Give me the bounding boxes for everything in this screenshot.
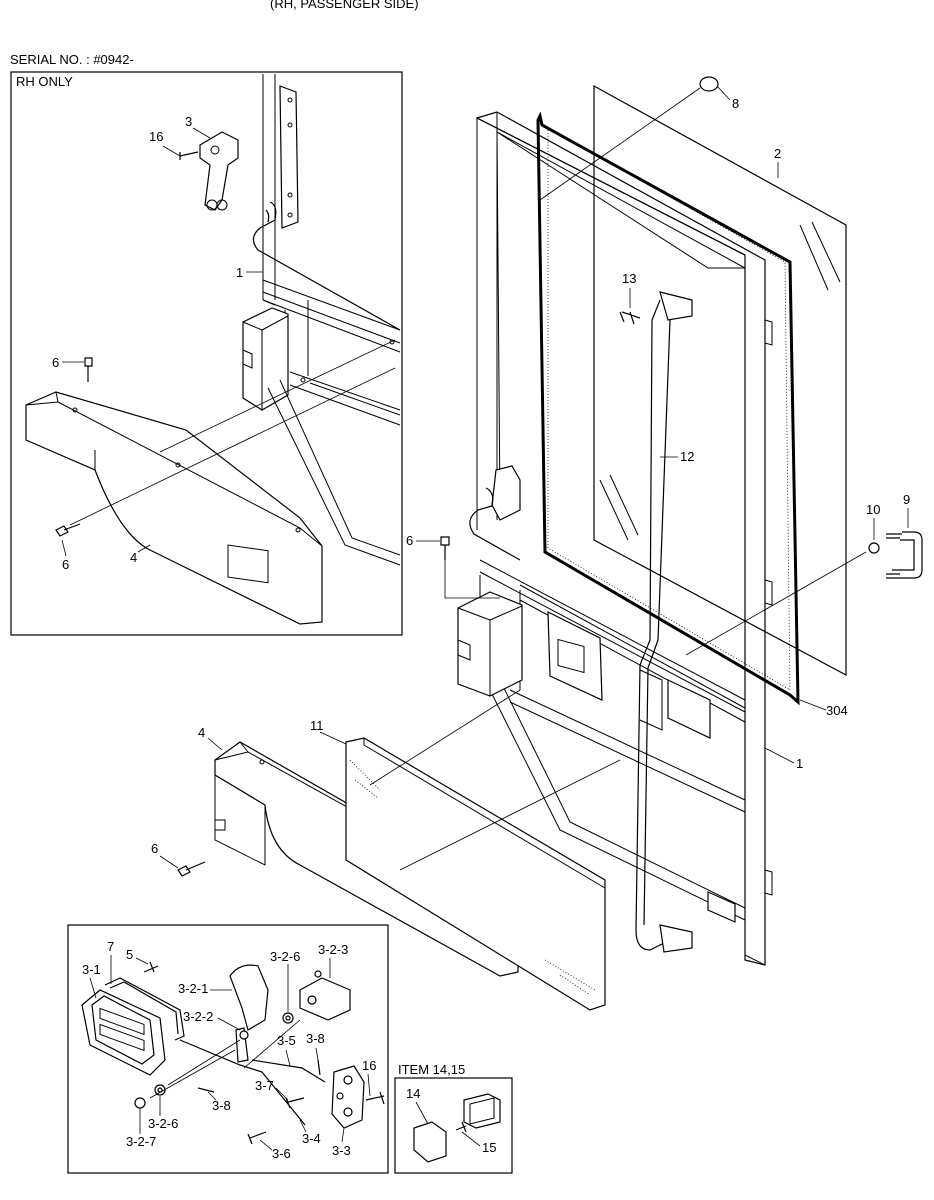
callout-16-inset: 16 bbox=[149, 129, 163, 144]
callout-3-2-6-bottom: 3-2-6 bbox=[148, 1116, 178, 1131]
callout-1-door: 1 bbox=[796, 756, 803, 771]
inset-door-assembly bbox=[25, 74, 401, 625]
callout-11: 11 bbox=[310, 718, 324, 733]
inset-latch-frame bbox=[67, 924, 389, 1174]
callout-6-bumper: 6 bbox=[151, 841, 158, 856]
callout-12: 12 bbox=[680, 449, 694, 464]
latch-assembly bbox=[81, 961, 385, 1145]
callout-5: 5 bbox=[126, 947, 133, 962]
inset-item-14-15-label: ITEM 14,15 bbox=[398, 1062, 465, 1077]
inset-rh-only-label: RH ONLY bbox=[16, 74, 73, 89]
callout-16-latch: 16 bbox=[362, 1058, 376, 1073]
callout-3-1: 3-1 bbox=[82, 962, 101, 977]
callout-9: 9 bbox=[903, 492, 910, 507]
callout-3-4: 3-4 bbox=[302, 1131, 321, 1146]
top-title: (RH, PASSENGER SIDE) bbox=[270, 0, 419, 11]
callout-3-2-2: 3-2-2 bbox=[183, 1009, 213, 1024]
callout-3-7: 3-7 bbox=[255, 1078, 274, 1093]
callout-7: 7 bbox=[107, 939, 114, 954]
callout-3-2-1: 3-2-1 bbox=[178, 981, 208, 996]
callout-14: 14 bbox=[406, 1086, 420, 1101]
callout-6-inset-bottom: 6 bbox=[62, 557, 69, 572]
callout-3-2-3: 3-2-3 bbox=[318, 942, 348, 957]
callout-3-inset: 3 bbox=[185, 114, 192, 129]
callout-1-inset: 1 bbox=[236, 265, 243, 280]
callout-2: 2 bbox=[774, 146, 781, 161]
callout-3-2-6-top: 3-2-6 bbox=[270, 949, 300, 964]
callout-3-8-bottom: 3-8 bbox=[212, 1098, 231, 1113]
callout-8: 8 bbox=[732, 96, 739, 111]
callout-4-inset: 4 bbox=[130, 550, 137, 565]
callout-304: 304 bbox=[826, 703, 848, 718]
callout-3-2-7: 3-2-7 bbox=[126, 1134, 156, 1149]
callout-10: 10 bbox=[866, 502, 880, 517]
callout-3-6: 3-6 bbox=[272, 1146, 291, 1161]
callout-6-door: 6 bbox=[406, 533, 413, 548]
item-14-15-parts bbox=[413, 1093, 501, 1163]
main-door-assembly bbox=[177, 76, 923, 1011]
serial-number: SERIAL NO. : #0942- bbox=[10, 52, 134, 67]
callout-3-5: 3-5 bbox=[277, 1033, 296, 1048]
callout-13: 13 bbox=[622, 271, 636, 286]
callout-6-inset-top: 6 bbox=[52, 355, 59, 370]
callout-3-3: 3-3 bbox=[332, 1143, 351, 1158]
callout-3-8-top: 3-8 bbox=[306, 1031, 325, 1046]
inset-item-14-15-frame bbox=[394, 1077, 513, 1174]
callout-15: 15 bbox=[482, 1140, 496, 1155]
callout-4-bumper: 4 bbox=[198, 725, 205, 740]
inset-rh-only-frame bbox=[10, 71, 403, 636]
